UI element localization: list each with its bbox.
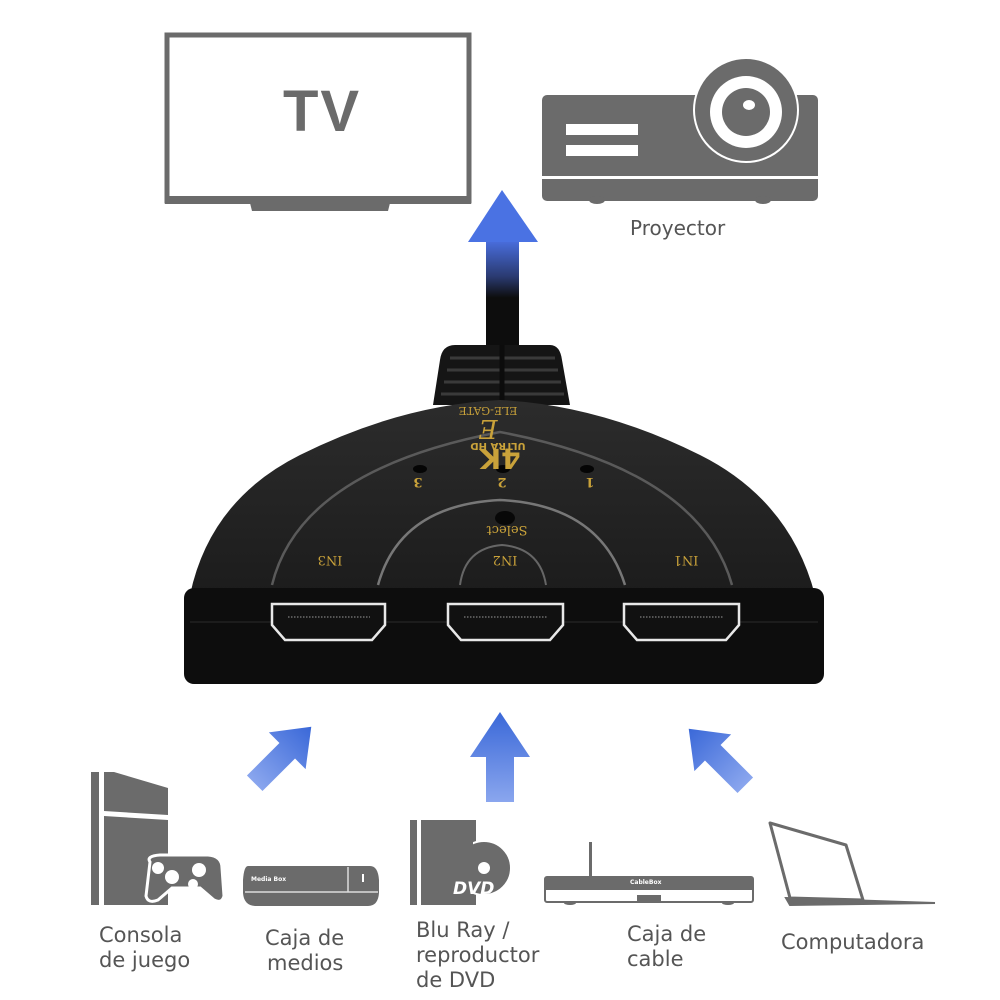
select-label: Select [486,522,528,537]
projector-label: Proyector [630,216,726,240]
media-box-device-text: Media Box [251,876,287,883]
badge-sub: ULTRA HD [470,440,525,451]
indicator-label-2: 2 [497,474,506,489]
cable-box-device-text: CableBox [630,879,662,886]
media-box-label-line2: medios [267,951,344,975]
tv-label: TV [282,79,362,144]
input-arrow-right-icon [688,728,754,794]
console-label-line2: de juego [99,948,191,972]
port-label-in1: IN1 [674,552,699,567]
bluray-label-line3: de DVD [416,968,496,992]
badge-main: 4K [478,442,520,475]
cable-box-label-line2: cable [627,947,684,971]
dvd-device-text: DVD [453,879,495,899]
bluray-label-line1: Blu Ray / [416,918,510,942]
computer-label: Computadora [781,930,925,954]
input-arrow-center-icon [470,712,530,802]
indicator-label-1: 1 [585,474,594,489]
indicator-label-3: 3 [413,474,422,489]
brand-text: ELE-GATE [459,404,518,417]
media-box-label-line1: Caja de [265,926,345,950]
bluray-label-line2: reproductor [416,943,540,967]
port-label-in3: IN3 [318,552,343,567]
brand-logo-icon: E [478,413,498,443]
input-arrow-left-icon [246,726,312,792]
port-label-in2: IN2 [493,552,518,567]
cable-box-label-line1: Caja de [627,922,707,946]
console-label-line1: Consola [99,923,183,947]
